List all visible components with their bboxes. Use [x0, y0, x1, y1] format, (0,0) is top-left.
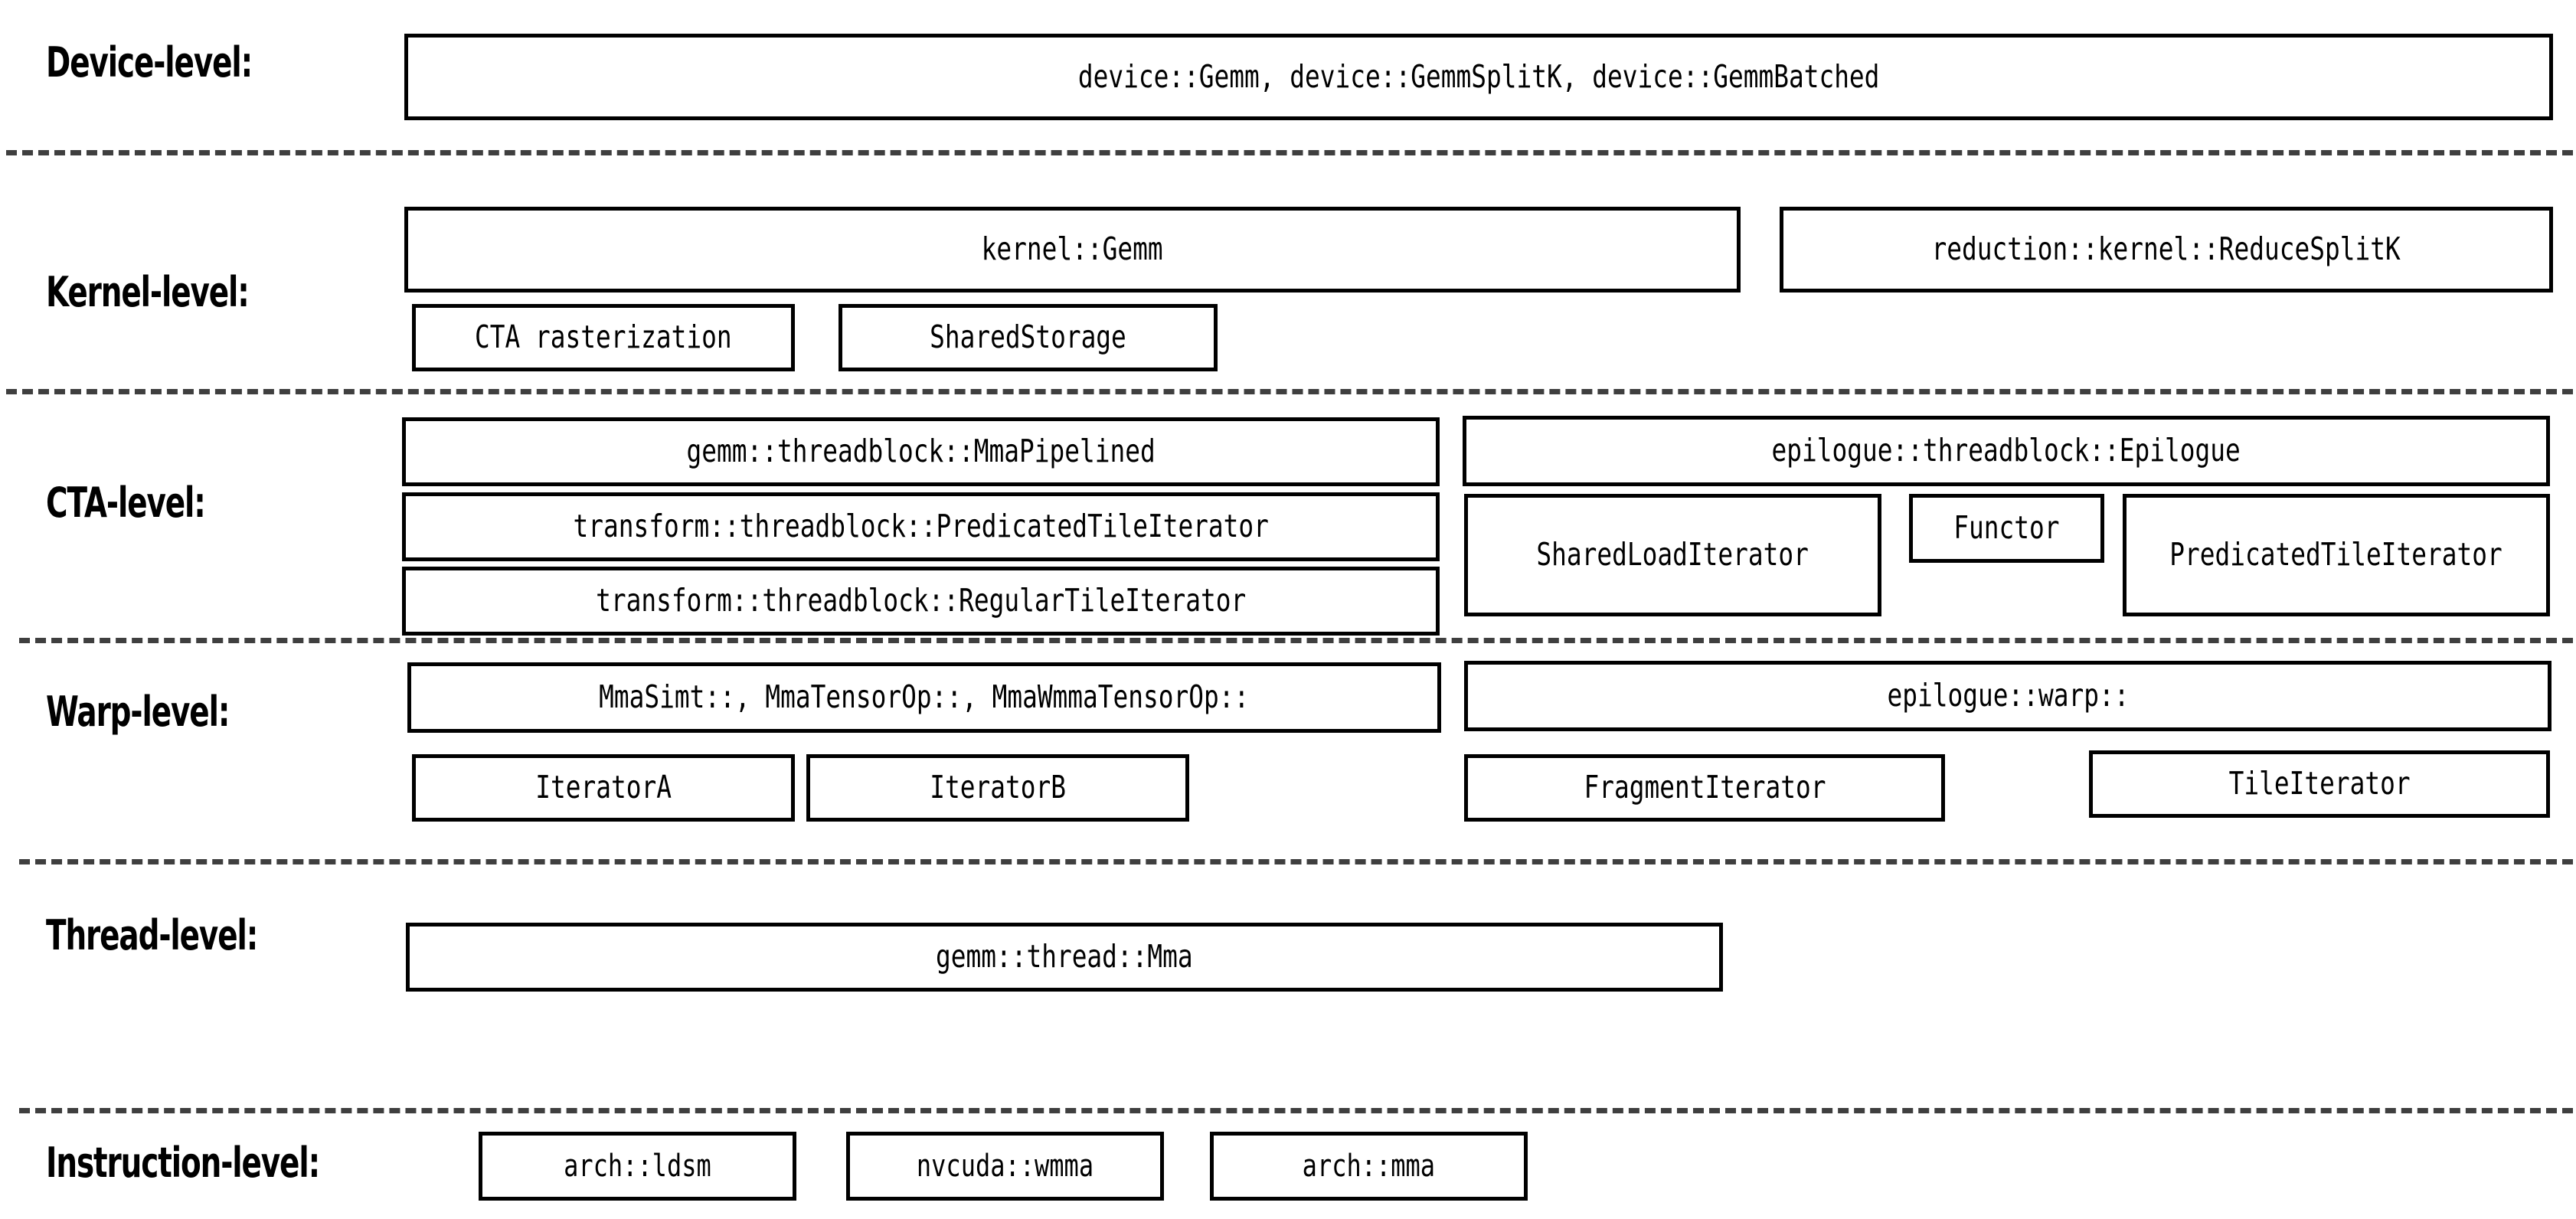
level-label-instruction: Instruction-level:: [46, 1139, 320, 1187]
box-warp-mma-variants-label: MmaSimt::, MmaTensorOp::, MmaWmmaTensorO…: [599, 678, 1250, 716]
box-warp-tileiterator[interactable]: TileIterator: [2089, 750, 2550, 818]
box-nvcuda-wmma-label: nvcuda::wmma: [916, 1149, 1094, 1184]
box-reduction-kernel-reducesplitk-label: reduction::kernel::ReduceSplitK: [1931, 230, 2401, 268]
box-arch-mma-label: arch::mma: [1302, 1149, 1436, 1184]
separator-warp-thread: [19, 859, 2573, 864]
box-cta-rasterization[interactable]: CTA rasterization: [412, 304, 795, 371]
box-functor-label: Functor: [1953, 509, 2060, 547]
box-arch-ldsm-label: arch::ldsm: [564, 1149, 711, 1184]
box-device-gemm-label: device::Gemm, device::GemmSplitK, device…: [1077, 57, 1880, 95]
box-gemm-threadblock-mmapipelined-label: gemm::threadblock::MmaPipelined: [686, 433, 1156, 470]
box-transform-threadblock-predicatedtileiterator-label: transform::threadblock::PredicatedTileIt…: [573, 508, 1269, 545]
separator-kernel-cta: [6, 389, 2573, 394]
box-epilogue-warp[interactable]: epilogue::warp::: [1464, 661, 2551, 731]
box-warp-iteratorb-label: IteratorB: [930, 769, 1066, 806]
box-warp-fragmentiterator[interactable]: FragmentIterator: [1464, 754, 1945, 822]
box-epilogue-predicatedtileiterator[interactable]: PredicatedTileIterator: [2123, 494, 2550, 616]
box-warp-iteratorb[interactable]: IteratorB: [806, 754, 1189, 822]
level-label-thread: Thread-level:: [46, 911, 258, 959]
box-device-gemm[interactable]: device::Gemm, device::GemmSplitK, device…: [404, 34, 2553, 120]
box-cta-rasterization-label: CTA rasterization: [475, 319, 732, 356]
box-arch-ldsm[interactable]: arch::ldsm: [479, 1132, 796, 1201]
box-kernel-gemm[interactable]: kernel::Gemm: [404, 207, 1741, 292]
box-arch-mma[interactable]: arch::mma: [1210, 1132, 1528, 1201]
box-nvcuda-wmma[interactable]: nvcuda::wmma: [846, 1132, 1164, 1201]
separator-thread-instruction: [19, 1108, 2573, 1113]
box-reduction-kernel-reducesplitk[interactable]: reduction::kernel::ReduceSplitK: [1780, 207, 2553, 292]
box-epilogue-threadblock-epilogue-label: epilogue::threadblock::Epilogue: [1771, 432, 2241, 469]
level-label-warp: Warp-level:: [46, 688, 230, 736]
box-epilogue-warp-label: epilogue::warp::: [1887, 677, 2129, 714]
box-sharedstorage[interactable]: SharedStorage: [839, 304, 1218, 371]
box-epilogue-predicatedtileiterator-label: PredicatedTileIterator: [2169, 536, 2503, 574]
box-functor[interactable]: Functor: [1909, 494, 2104, 563]
box-kernel-gemm-label: kernel::Gemm: [982, 230, 1163, 268]
level-label-kernel: Kernel-level:: [46, 268, 250, 316]
box-warp-iteratora-label: IteratorA: [535, 769, 672, 806]
box-transform-threadblock-regulartileiterator[interactable]: transform::threadblock::RegularTileItera…: [402, 567, 1440, 636]
box-gemm-threadblock-mmapipelined[interactable]: gemm::threadblock::MmaPipelined: [402, 417, 1440, 486]
box-warp-iteratora[interactable]: IteratorA: [412, 754, 795, 822]
box-epilogue-threadblock-epilogue[interactable]: epilogue::threadblock::Epilogue: [1463, 416, 2550, 486]
box-transform-threadblock-predicatedtileiterator[interactable]: transform::threadblock::PredicatedTileIt…: [402, 492, 1440, 561]
separator-device-kernel: [6, 150, 2573, 155]
level-label-cta: CTA-level:: [46, 479, 206, 527]
box-transform-threadblock-regulartileiterator-label: transform::threadblock::RegularTileItera…: [595, 582, 1247, 619]
box-warp-fragmentiterator-label: FragmentIterator: [1584, 769, 1826, 806]
separator-cta-warp: [19, 638, 2573, 643]
level-label-device: Device-level:: [46, 38, 253, 87]
box-sharedstorage-label: SharedStorage: [930, 319, 1126, 356]
box-sharedloaditerator-label: SharedLoadIterator: [1536, 536, 1809, 574]
box-warp-mma-variants[interactable]: MmaSimt::, MmaTensorOp::, MmaWmmaTensorO…: [407, 662, 1441, 733]
box-gemm-thread-mma-label: gemm::thread::Mma: [936, 938, 1193, 976]
box-gemm-thread-mma[interactable]: gemm::thread::Mma: [406, 923, 1723, 992]
box-sharedloaditerator[interactable]: SharedLoadIterator: [1464, 494, 1881, 616]
box-warp-tileiterator-label: TileIterator: [2228, 765, 2411, 802]
